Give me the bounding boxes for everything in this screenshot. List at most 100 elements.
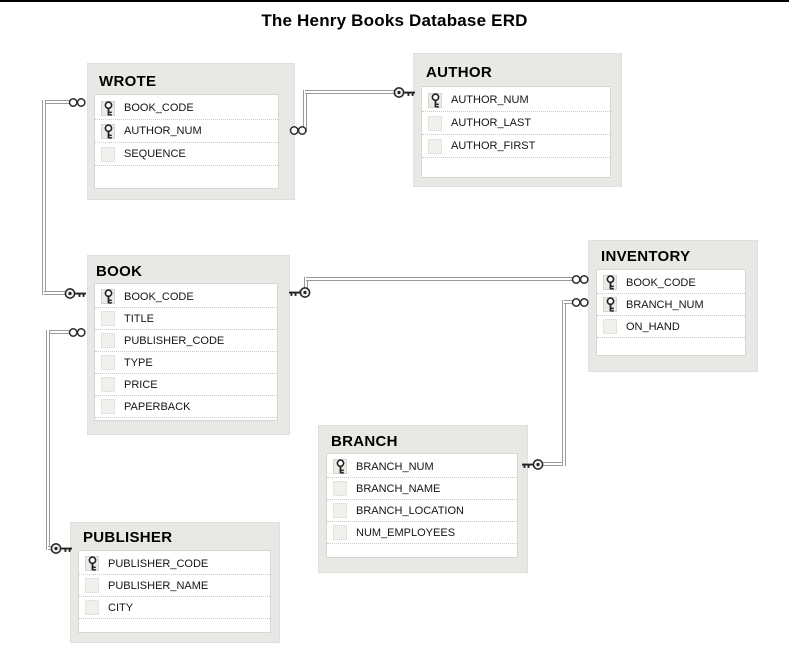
field-spacer-icon: [333, 525, 347, 540]
field-name: PUBLISHER_CODE: [124, 334, 225, 347]
relationship-line-branch-inventory[interactable]: [564, 300, 574, 304]
primary-key-icon: [603, 297, 617, 312]
field-spacer-icon: [101, 399, 115, 414]
field-list: AUTHOR_NUM AUTHOR_LAST AUTHOR_FIRST: [421, 86, 611, 178]
field-name: AUTHOR_NUM: [451, 94, 529, 106]
field-row-author_first[interactable]: AUTHOR_FIRST: [422, 135, 610, 158]
relationship-line-author-wrote[interactable]: [303, 90, 307, 132]
field-spacer-icon: [428, 138, 442, 154]
field-name: PUBLISHER_CODE: [108, 557, 209, 570]
field-row-paperback[interactable]: PAPERBACK: [95, 396, 277, 418]
primary-key-icon: [101, 289, 115, 304]
field-row-branch_location[interactable]: BRANCH_LOCATION: [327, 500, 517, 522]
field-row-branch_num[interactable]: BRANCH_NUM: [597, 294, 745, 316]
field-row-book_code[interactable]: BOOK_CODE: [95, 97, 278, 120]
relationship-line-book-inventory[interactable]: [306, 277, 574, 281]
table-title-branch: BRANCH: [331, 433, 398, 450]
table-publisher[interactable]: PUBLISHER PUBLISHER_CODE PUBLISHER_NAME CIT…: [70, 522, 280, 643]
relationship-line-book-wrote[interactable]: [44, 100, 74, 104]
field-name: AUTHOR_NUM: [124, 125, 202, 137]
field-row-book_code[interactable]: BOOK_CODE: [95, 286, 277, 308]
field-list: BRANCH_NUM BRANCH_NAME BRANCH_LOCATION NUM_…: [326, 453, 518, 558]
one-key-icon: [50, 542, 73, 555]
one-key-icon: [288, 286, 311, 299]
field-name: BOOK_CODE: [626, 276, 696, 289]
field-row-branch_num[interactable]: BRANCH_NUM: [327, 456, 517, 478]
field-name: SEQUENCE: [124, 148, 186, 160]
field-row-type[interactable]: TYPE: [95, 352, 277, 374]
primary-key-icon: [101, 123, 115, 139]
relationship-line-book-wrote[interactable]: [44, 291, 68, 295]
field-row-sequence[interactable]: SEQUENCE: [95, 143, 278, 166]
table-title-author: AUTHOR: [426, 64, 492, 81]
field-name: PAPERBACK: [124, 400, 191, 413]
primary-key-icon: [85, 556, 99, 571]
field-row-on_hand[interactable]: ON_HAND: [597, 316, 745, 338]
field-spacer-icon: [333, 481, 347, 496]
field-spacer-icon: [85, 600, 99, 615]
field-spacer-icon: [428, 115, 442, 131]
many-infinity-icon: [571, 274, 590, 285]
relationship-line-publisher-book[interactable]: [48, 330, 72, 334]
field-row-city[interactable]: CITY: [79, 597, 270, 619]
one-key-icon: [393, 86, 416, 99]
many-infinity-icon: [68, 97, 87, 108]
relationship-line-book-inventory[interactable]: [304, 277, 308, 294]
field-list: BOOK_CODE AUTHOR_NUM SEQUENCE: [94, 94, 279, 189]
many-infinity-icon: [571, 297, 590, 308]
table-title-publisher: PUBLISHER: [83, 529, 173, 546]
field-name: CITY: [108, 601, 134, 614]
field-row-title[interactable]: TITLE: [95, 308, 277, 330]
field-name: BRANCH_NAME: [356, 482, 441, 495]
field-row-author_num[interactable]: AUTHOR_NUM: [422, 89, 610, 112]
relationship-line-book-wrote[interactable]: [42, 100, 46, 295]
field-spacer-icon: [603, 319, 617, 334]
field-name: PUBLISHER_NAME: [108, 579, 209, 592]
field-list: PUBLISHER_CODE PUBLISHER_NAME CITY: [78, 550, 271, 633]
field-row-branch_name[interactable]: BRANCH_NAME: [327, 478, 517, 500]
field-spacer-icon: [333, 503, 347, 518]
field-row-book_code[interactable]: BOOK_CODE: [597, 272, 745, 294]
field-row-author_num[interactable]: AUTHOR_NUM: [95, 120, 278, 143]
field-spacer-icon: [85, 578, 99, 593]
field-row-author_last[interactable]: AUTHOR_LAST: [422, 112, 610, 135]
relationship-line-publisher-book[interactable]: [46, 330, 50, 550]
field-list: BOOK_CODE BRANCH_NUM ON_HAND: [596, 269, 746, 356]
relationship-line-branch-inventory[interactable]: [562, 300, 566, 466]
many-infinity-icon: [289, 125, 308, 136]
field-name: BRANCH_NUM: [356, 460, 434, 473]
table-author[interactable]: AUTHOR AUTHOR_NUM AUTHOR_LAST AUTHOR_FIRST: [413, 53, 622, 187]
primary-key-icon: [603, 275, 617, 290]
one-key-icon: [64, 287, 87, 300]
field-name: TITLE: [124, 312, 154, 325]
field-name: AUTHOR_FIRST: [451, 140, 536, 152]
table-wrote[interactable]: WROTE BOOK_CODE AUTHOR_NUM SEQUENCE: [87, 63, 295, 200]
field-name: BRANCH_LOCATION: [356, 504, 464, 517]
field-row-price[interactable]: PRICE: [95, 374, 277, 396]
top-border-rule: [0, 0, 789, 2]
field-row-publisher_code[interactable]: PUBLISHER_CODE: [79, 553, 270, 575]
relationship-line-branch-inventory[interactable]: [534, 462, 566, 466]
field-row-publisher_code[interactable]: PUBLISHER_CODE: [95, 330, 277, 352]
relationship-line-author-wrote[interactable]: [305, 90, 402, 94]
many-infinity-icon: [68, 327, 87, 338]
table-title-wrote: WROTE: [99, 73, 157, 90]
field-name: NUM_EMPLOYEES: [356, 526, 456, 539]
field-spacer-icon: [101, 377, 115, 392]
field-name: BOOK_CODE: [124, 290, 194, 303]
primary-key-icon: [333, 459, 347, 474]
field-row-num_employees[interactable]: NUM_EMPLOYEES: [327, 522, 517, 544]
one-key-icon: [521, 458, 544, 471]
field-row-publisher_name[interactable]: PUBLISHER_NAME: [79, 575, 270, 597]
field-name: AUTHOR_LAST: [451, 117, 532, 129]
field-spacer-icon: [101, 311, 115, 326]
field-name: BRANCH_NUM: [626, 298, 704, 311]
field-spacer-icon: [101, 146, 115, 162]
field-name: BOOK_CODE: [124, 102, 194, 114]
primary-key-icon: [428, 92, 442, 108]
table-branch[interactable]: BRANCH BRANCH_NUM BRANCH_NAME BRANCH_LOCATI…: [318, 425, 528, 573]
table-title-book: BOOK: [96, 263, 143, 280]
